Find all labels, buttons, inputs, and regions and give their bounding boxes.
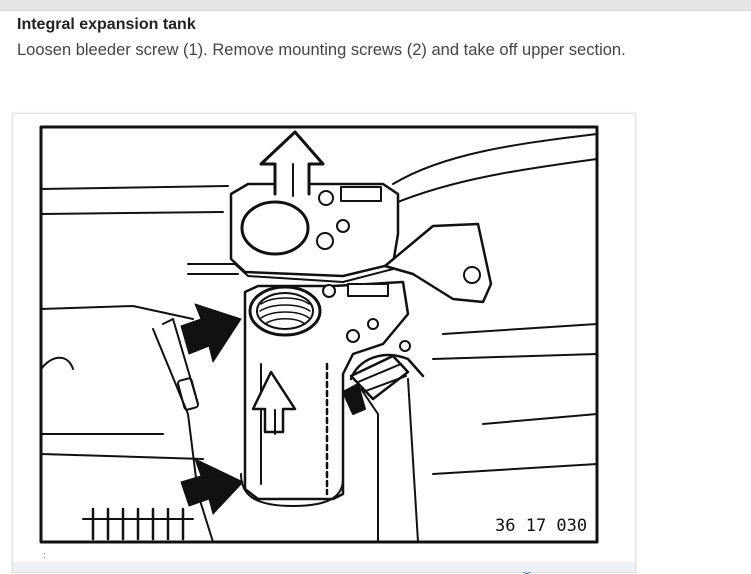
top-bar [0,0,751,11]
expansion-tank-illustration: 36 17 030 [39,125,599,544]
figure-reference-code: 36 17 030 [495,516,587,536]
instruction-text: Loosen bleeder screw (1). Remove mountin… [17,41,626,59]
section-title: Integral expansion tank [17,16,196,33]
figure-footer [13,562,635,572]
footer-mark: : [43,550,46,560]
figure-card: 36 17 030 : [12,113,636,574]
